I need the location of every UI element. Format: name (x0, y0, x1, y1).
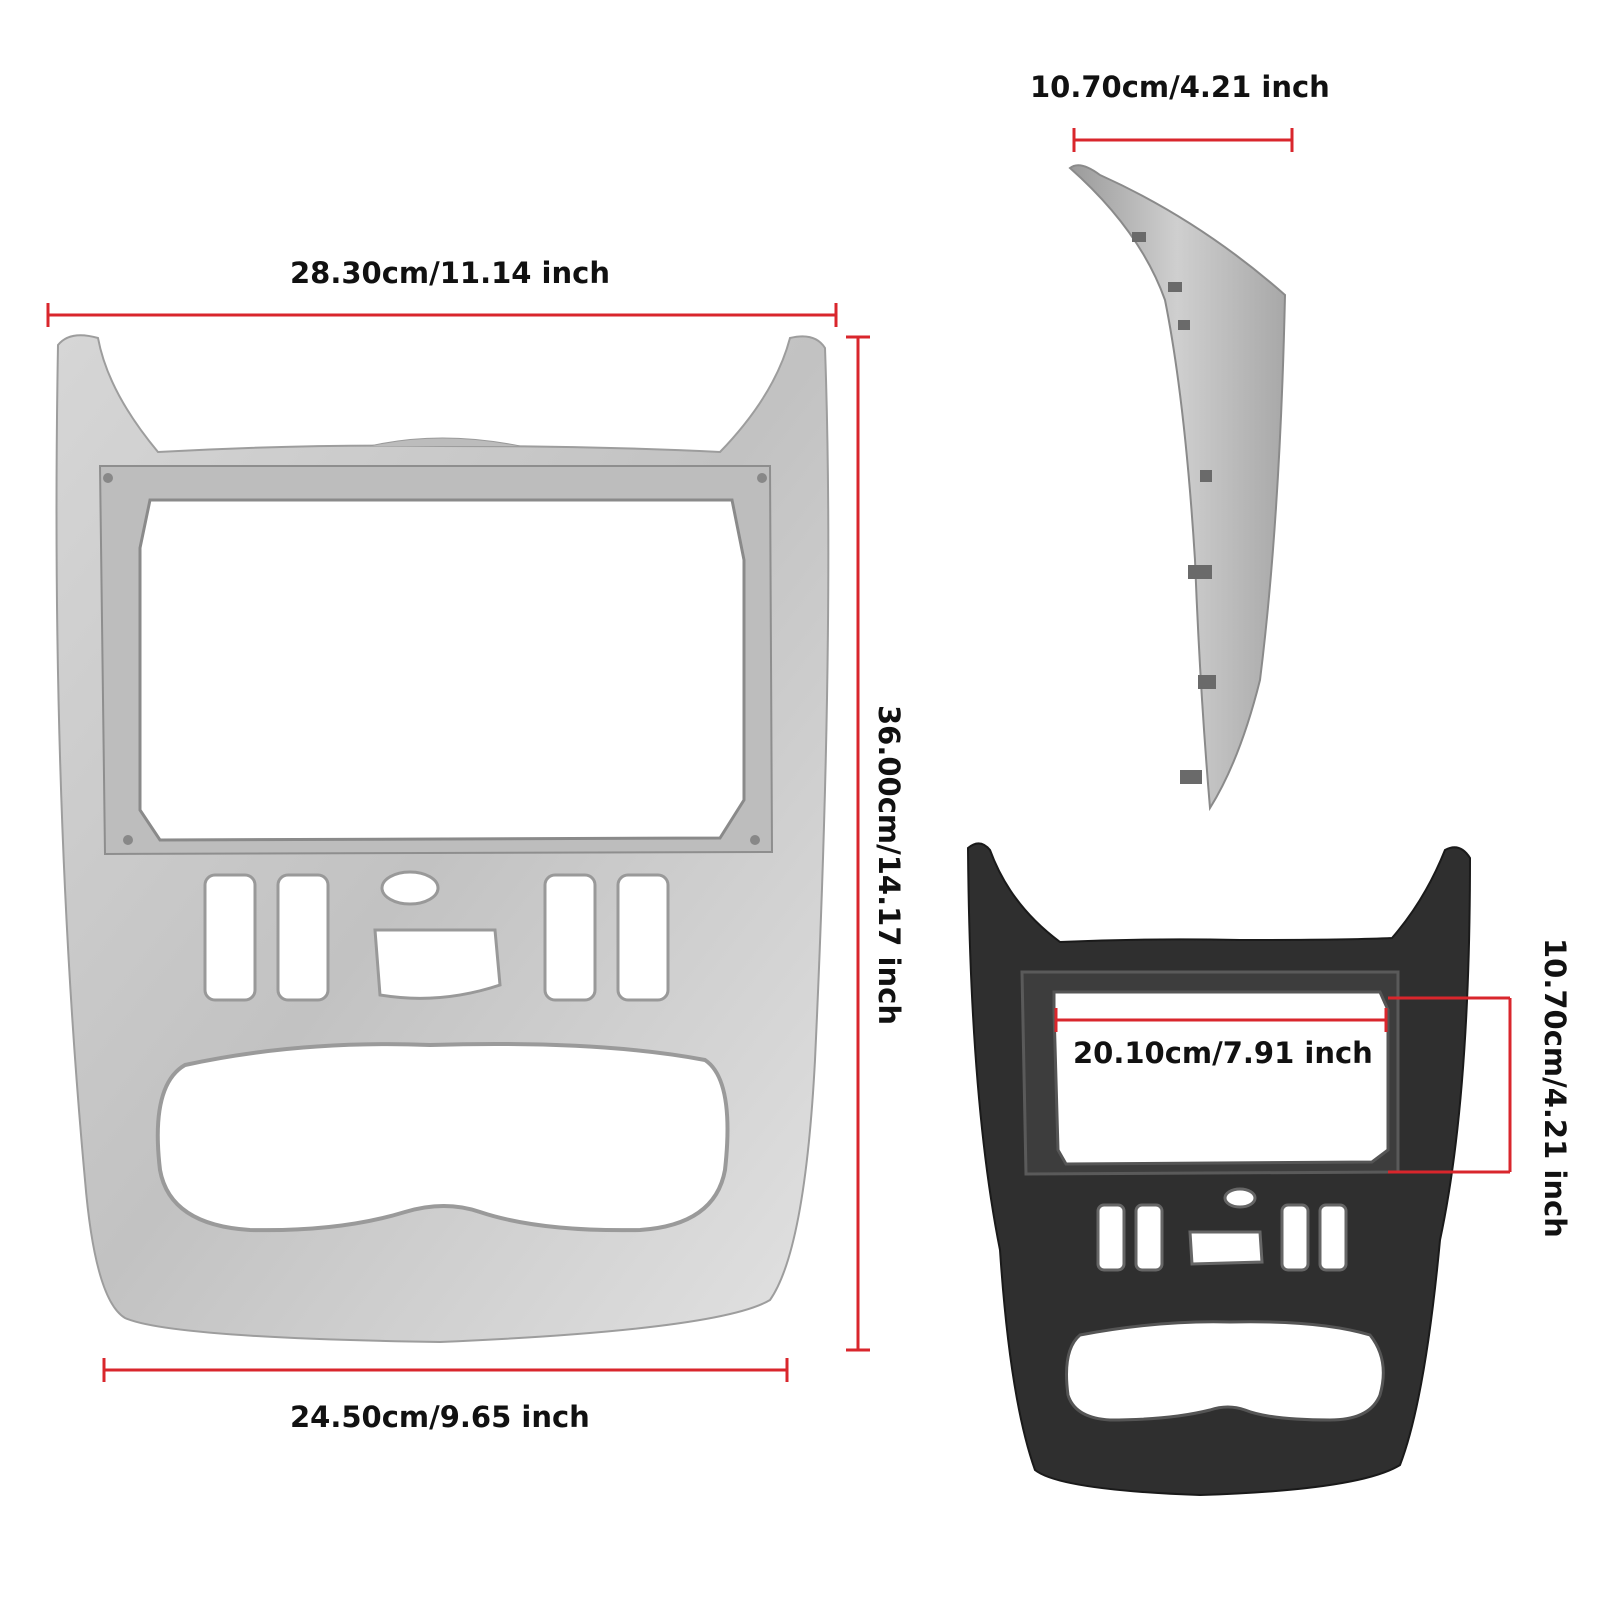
side-profile (1068, 164, 1287, 812)
label-front-height: 36.00cm/14.17 inch (872, 705, 906, 1025)
back-climate-opening (1065, 1320, 1385, 1422)
screen-opening (138, 498, 746, 842)
screw-hole (757, 473, 767, 483)
climate-opening (155, 1042, 730, 1233)
screw-hole (123, 835, 133, 845)
switch-cutouts (203, 870, 670, 1002)
label-front-top-width: 28.30cm/11.14 inch (290, 256, 610, 290)
back-switch-cutouts (1096, 1187, 1348, 1272)
label-side-depth: 10.70cm/4.21 inch (1030, 70, 1330, 104)
label-front-bottom-width: 24.50cm/9.65 inch (290, 1400, 590, 1434)
back-screen-opening (1052, 990, 1390, 1166)
top-tab (369, 437, 521, 447)
front-panel (55, 334, 830, 1344)
screw-hole (103, 473, 113, 483)
dimension-lines (46, 128, 1512, 1382)
side-clips (1132, 232, 1216, 784)
back-panel (966, 842, 1472, 1497)
screw-hole (750, 835, 760, 845)
label-back-opening-width: 20.10cm/7.91 inch (1073, 1036, 1373, 1070)
side-profile-body (1068, 164, 1287, 812)
label-back-opening-height: 10.70cm/4.21 inch (1538, 938, 1572, 1238)
